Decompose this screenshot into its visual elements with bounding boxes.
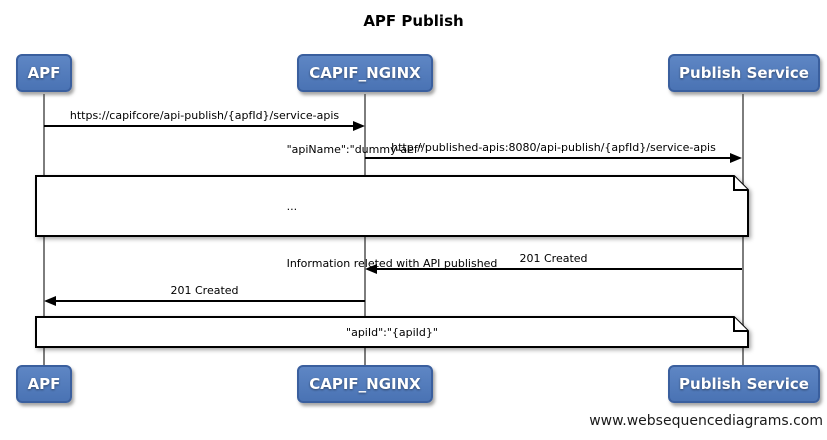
note-api-info: "apiName":"dummy-aef" ... Information re… [35, 143, 749, 270]
message-1-line [44, 125, 354, 127]
note-line: "apiId":"{apiId}" [346, 326, 438, 339]
message-1-label: https://capifcore/api-publish/{apfId}/se… [69, 109, 340, 122]
actor-apf-bottom: APF [16, 365, 72, 403]
actor-capif-nginx-label: CAPIF_NGINX [309, 375, 421, 393]
note-line: "apiName":"dummy-aef" [286, 143, 423, 156]
message-3-label: 201 Created [519, 252, 588, 265]
actor-apf-label: APF [27, 64, 61, 82]
actor-publish-service-label: Publish Service [679, 64, 809, 82]
diagram-title: APF Publish [363, 12, 464, 30]
note-api-info-text: "apiName":"dummy-aef" ... Information re… [35, 143, 749, 270]
message-2-arrowhead-icon [730, 153, 742, 163]
note-line: ... [286, 200, 298, 213]
actor-apf-label: APF [27, 375, 61, 393]
note-shape [35, 316, 749, 348]
actor-capif-nginx-label: CAPIF_NGINX [309, 64, 421, 82]
message-4-label: 201 Created [170, 284, 239, 297]
actor-capif-nginx-bottom: CAPIF_NGINX [297, 365, 433, 403]
note-api-id: "apiId":"{apiId}" [35, 316, 749, 349]
message-1-arrowhead-icon [353, 121, 365, 131]
actor-publish-service-top: Publish Service [668, 54, 820, 92]
message-3-arrowhead-icon [365, 264, 377, 274]
note-line: Information releted with API published [286, 257, 498, 270]
dogear-fold-icon [733, 317, 748, 332]
actor-capif-nginx-top: CAPIF_NGINX [297, 54, 433, 92]
message-4-arrowhead-icon [44, 296, 56, 306]
actor-publish-service-label: Publish Service [679, 375, 809, 393]
message-2-line [365, 157, 731, 159]
message-3-line [377, 268, 742, 270]
actor-publish-service-bottom: Publish Service [668, 365, 820, 403]
actor-apf-top: APF [16, 54, 72, 92]
note-api-id-text: "apiId":"{apiId}" [35, 316, 749, 349]
message-2-label: http://published-apis:8080/api-publish/{… [391, 141, 716, 154]
dogear-fold-icon [733, 176, 748, 191]
message-4-line [56, 300, 365, 302]
note-shape [35, 175, 749, 237]
websequencediagrams-watermark: www.websequencediagrams.com [589, 413, 823, 429]
